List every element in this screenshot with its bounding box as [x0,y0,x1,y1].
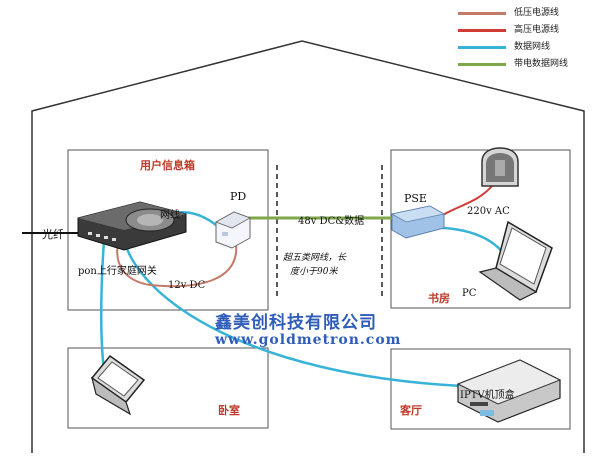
cable-note-line-2: 度小于90米 [290,267,338,277]
poe-line-label: 48v DC&数据 [298,216,365,227]
legend-label: 高压电源线 [514,25,560,35]
room-title-info-box: 用户信息箱 [140,159,195,172]
house-outline [31,40,585,453]
room-title-study: 书房 [428,292,450,305]
legend-swatch-poe [458,63,506,66]
low-voltage-power [116,242,238,288]
pse-device [390,205,446,239]
gateway-label: pon上行家庭网关 [78,266,157,277]
pd-label: PD [230,190,247,203]
legend-item: 低压电源线 [458,5,608,22]
iptv-label: IPTV机顶盒 [460,390,515,401]
iptv-box [456,359,562,423]
network-cable-label: 网线 [160,210,180,221]
legend-label: 低压电源线 [514,8,560,18]
pd-device [215,211,251,249]
legend-item: 高压电源线 [458,22,608,39]
legend-label: 带电数据网线 [514,59,569,69]
power-adapter [481,147,519,187]
living-room [390,348,571,430]
ac220-label: 220v AC [467,206,510,217]
data-cable-pse-pc [419,226,512,266]
legend-item: 数据网线 [458,39,608,56]
room-title-living-room: 客厅 [400,404,422,417]
legend-swatch-low-voltage [458,12,506,15]
dc12-label: 12v DC [168,280,206,291]
info-box-room [67,149,269,311]
bedroom-laptop [90,354,146,416]
bedroom-room [67,347,269,429]
pc-label: PC [462,288,477,299]
legend-item: 带电数据网线 [458,56,608,73]
room-title-bedroom: 卧室 [218,404,240,417]
fiber-label: 光纤 [42,228,64,241]
watermark-url: www.goldmetron.com [215,332,402,348]
gateway-device [77,201,187,251]
cable-note-line-1: 超五类网线，长 [283,253,347,263]
study-room [390,149,571,309]
legend-swatch-high-voltage [458,29,506,32]
watermark-company: 鑫美创科技有限公司 [215,313,377,333]
data-cable-iptv [122,239,463,388]
pse-label: PSE [404,192,427,205]
study-laptop [478,220,553,301]
legend-label: 数据网线 [514,42,551,52]
legend-swatch-data [458,46,506,49]
